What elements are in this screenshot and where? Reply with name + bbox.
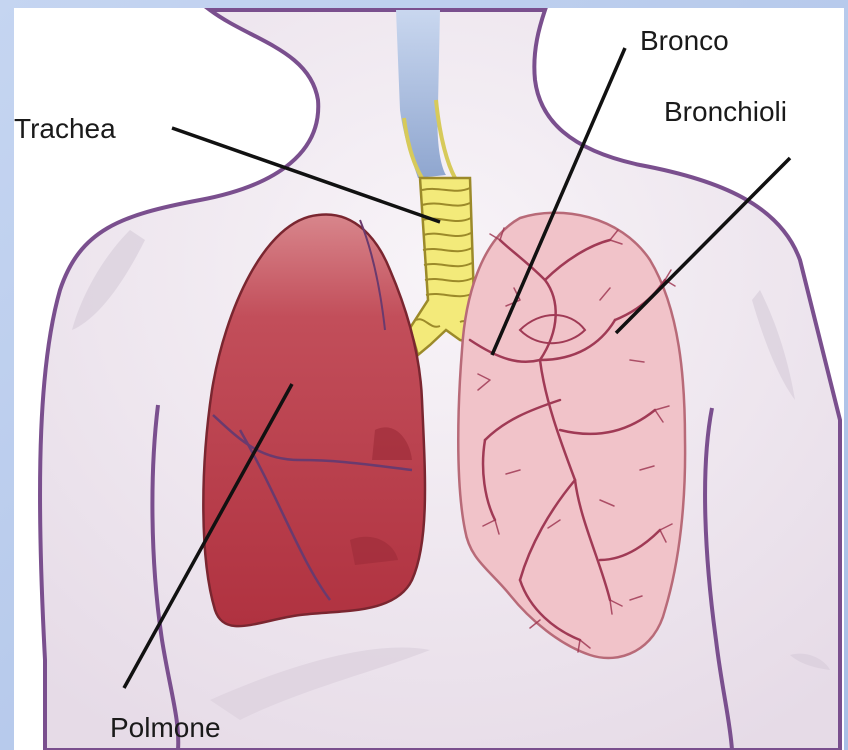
label-bronco: Bronco bbox=[640, 25, 729, 56]
label-trachea: Trachea bbox=[14, 113, 116, 144]
label-polmone: Polmone bbox=[110, 712, 221, 743]
label-bronchioli: Bronchioli bbox=[664, 96, 787, 127]
